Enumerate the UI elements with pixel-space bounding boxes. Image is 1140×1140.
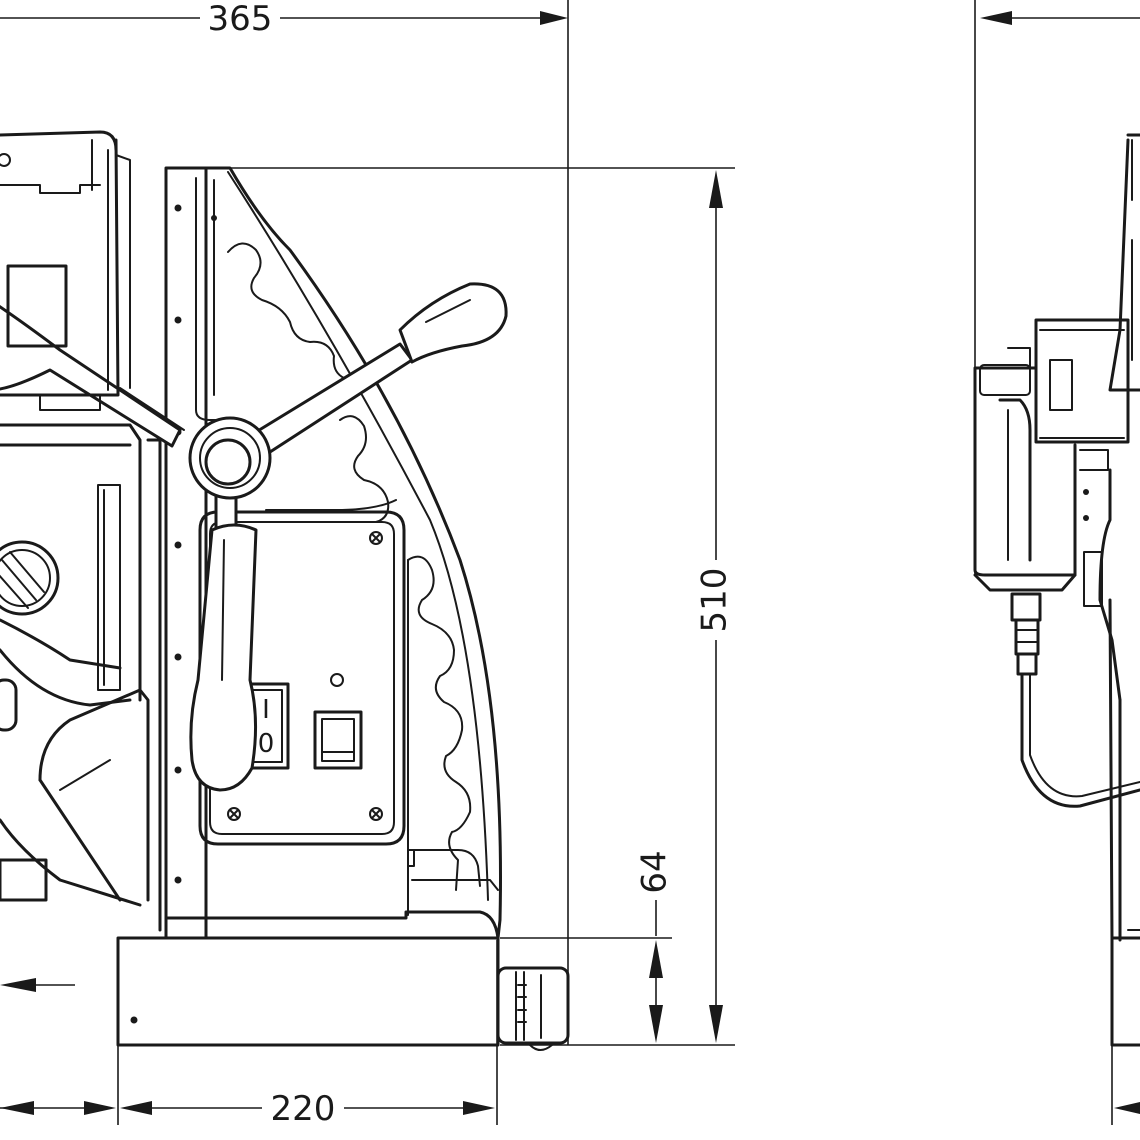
- feed-handles: [0, 282, 508, 792]
- dimension-base-height: 64: [500, 850, 675, 1043]
- switch-on-symbol: I: [262, 695, 270, 725]
- column-holes: [174, 204, 182, 884]
- magnetic-base: [116, 936, 570, 1051]
- drill-stand-column: [164, 166, 502, 940]
- magnet-switch: [313, 710, 363, 770]
- speed-knob: [0, 540, 60, 616]
- dimension-label-base-height: 64: [635, 850, 675, 893]
- dimension-overall-width: 365: [0, 0, 569, 1045]
- control-box: I 0: [198, 510, 406, 846]
- switch-off-symbol: 0: [258, 729, 275, 759]
- drill-motor-left: [0, 130, 162, 932]
- side-view-right: [973, 0, 1140, 1125]
- dimension-label-overall-width: 365: [208, 0, 273, 39]
- dimension-base-width: 220: [0, 940, 498, 1129]
- dimension-label-overall-height: 510: [695, 568, 735, 633]
- dimension-label-base-width: 220: [271, 1089, 336, 1129]
- dimension-overall-height: 510: [170, 167, 735, 1046]
